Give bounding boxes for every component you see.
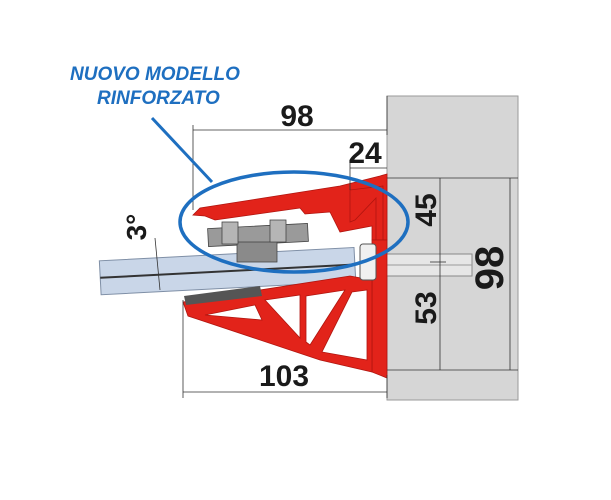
callout-line-2: RINFORZATO [97, 88, 220, 109]
dim-angle: 3° [121, 214, 152, 241]
dim-bottom-width: 103 [259, 360, 309, 393]
wall [386, 95, 519, 401]
dim-lower-height: 53 [410, 291, 443, 324]
dim-top-offset: 24 [348, 137, 382, 170]
glass-pane [98, 246, 357, 296]
bottom-gasket [184, 286, 262, 305]
aluminium-profile [182, 173, 388, 379]
clamp-block [207, 219, 309, 263]
dim-upper-height: 45 [410, 193, 443, 226]
dim-top-width: 98 [280, 100, 313, 133]
callout-line-1: NUOVO MODELLO [70, 64, 240, 85]
callout-ellipse [178, 170, 410, 274]
dim-total-height: 98 [468, 246, 512, 291]
callout-leader [150, 116, 214, 184]
